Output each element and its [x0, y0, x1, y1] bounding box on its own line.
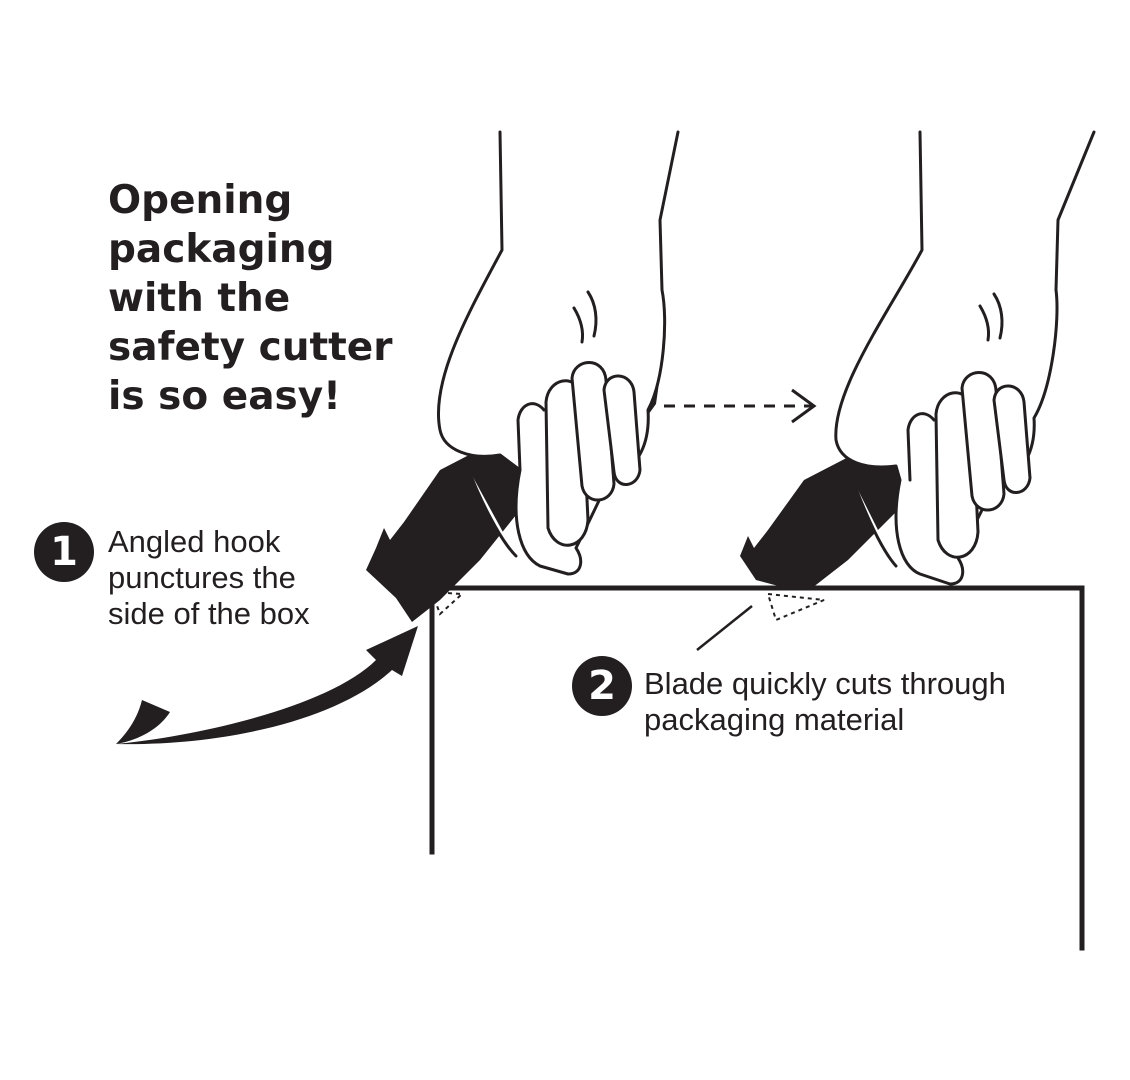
step-1-caption-line: side of the box: [108, 596, 310, 631]
step2-leader-line: [696, 605, 753, 651]
headline: Opening packaging with the safety cutter…: [108, 176, 428, 421]
cut-marks: [430, 590, 825, 622]
step-2-number-badge: 2: [572, 656, 632, 716]
hand-with-cutter-right: [740, 130, 1096, 588]
step-1-number-badge: 1: [34, 522, 94, 582]
puncture-arrow: [116, 626, 418, 745]
headline-line: is so easy!: [108, 374, 341, 419]
step-2-caption-line: packaging material: [644, 702, 905, 737]
step-2-caption-line: Blade quickly cuts through: [644, 666, 1006, 701]
step-2-caption: Blade quickly cuts through packaging mat…: [644, 666, 1006, 738]
step-1-caption-line: punctures the: [108, 560, 296, 595]
step-1-caption-line: Angled hook: [108, 524, 281, 559]
headline-line: with the: [108, 276, 291, 321]
puncture-arrow-tail: [116, 700, 170, 744]
headline-line: Opening: [108, 178, 293, 223]
headline-line: safety cutter: [108, 325, 393, 370]
headline-line: packaging: [108, 227, 335, 272]
step-1-caption: Angled hook punctures the side of the bo…: [108, 524, 310, 632]
hand-with-cutter-left: [366, 130, 680, 622]
motion-arrow: [664, 388, 817, 424]
step-2: 2 Blade quickly cuts through packaging m…: [572, 656, 1006, 738]
box-outline: [429, 585, 1085, 951]
step-1: 1 Angled hook punctures the side of the …: [34, 522, 310, 632]
